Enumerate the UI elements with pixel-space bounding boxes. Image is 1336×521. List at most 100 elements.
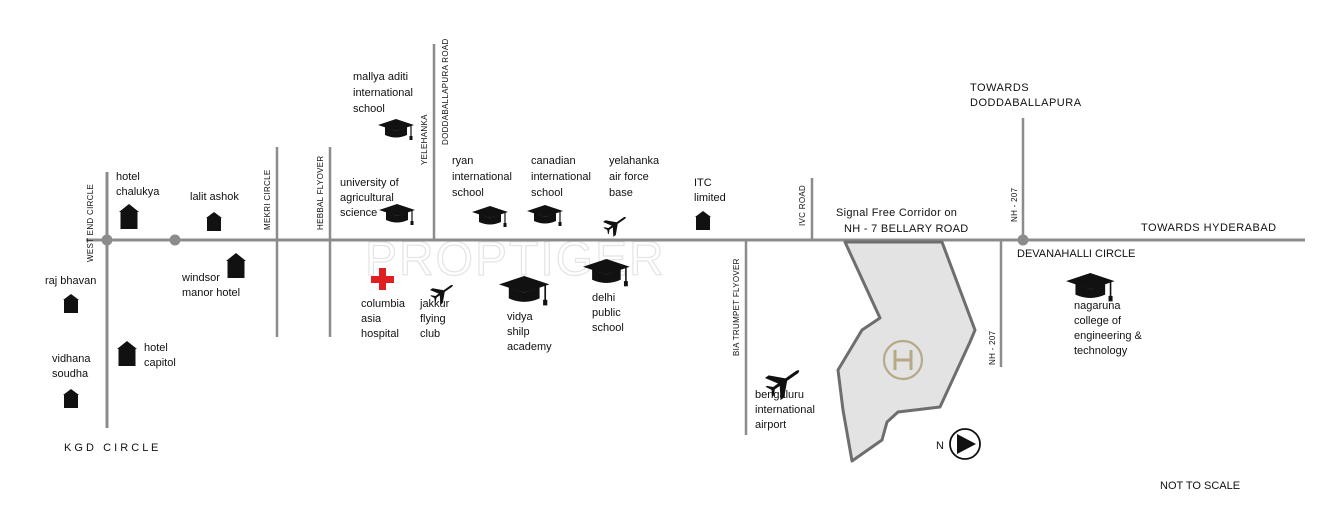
landmark-text: flying — [420, 313, 446, 325]
graduation-cap-icon — [471, 205, 509, 228]
landmark-vidya-shilp-academy: vidya shilp academy — [498, 275, 552, 353]
landmark-text: chalukya — [116, 186, 160, 198]
ivc-road-label: IVC ROAD — [798, 185, 807, 226]
landmark-text: agricultural — [340, 192, 394, 204]
landmark-vidhana-soudha: vidhana soudha — [52, 353, 91, 408]
svg-text:raj bhavan: raj bhavan — [45, 275, 96, 287]
not-to-scale-label: NOT TO SCALE — [1160, 480, 1240, 492]
landmark-lalit-ashok: lalit ashok — [190, 191, 239, 231]
landmark-text: engineering & — [1074, 330, 1143, 342]
landmark-text: ITC — [694, 177, 712, 189]
towards-dodda-line2: DODDABALLAPURA — [970, 97, 1082, 109]
project-logo-icon — [882, 339, 924, 381]
landmark-text: club — [420, 328, 440, 340]
mekri-circle-label: MEKRI CIRCLE — [263, 170, 272, 231]
landmark-text: raj bhavan — [45, 275, 96, 287]
landmark-yelahanka-air-force-base: yelahanka air force base — [600, 155, 660, 239]
towards-hyderabad-label: TOWARDS HYDERABAD — [1141, 222, 1277, 234]
landmark-text: hotel — [144, 342, 168, 354]
landmark-text: manor hotel — [182, 287, 240, 299]
building-icon — [206, 212, 222, 231]
mekri-node — [169, 234, 181, 246]
landmark-text: international — [755, 404, 815, 416]
nh207-bottom-label: NH - 207 — [988, 330, 997, 365]
landmark-hotel-chalukya: hotel chalukya — [116, 171, 160, 229]
landmark-raj-bhavan: raj bhavan — [45, 275, 96, 313]
landmark-text: vidya — [507, 311, 534, 323]
landmark-text: yelahanka — [609, 155, 660, 167]
landmark-text: international — [353, 87, 413, 99]
landmark-text: academy — [507, 341, 552, 353]
kgd-circle-label: K G D C I R C L E — [64, 442, 158, 454]
graduation-cap-icon — [1065, 272, 1116, 303]
corridor-line2: NH - 7 BELLARY ROAD — [844, 223, 969, 235]
yelehanka-label: YELEHANKA — [420, 114, 429, 165]
landmark-text: school — [531, 187, 563, 199]
landmark-text: soudha — [52, 368, 89, 380]
north-arrow-icon — [949, 428, 981, 460]
landmark-text: nagaruna — [1074, 300, 1121, 312]
nh207-top-label: NH - 207 — [1010, 187, 1019, 222]
landmark-text: science — [340, 207, 377, 219]
doddaballapura-road-label: DODDABALLAPURA ROAD — [441, 38, 450, 145]
landmark-text: asia — [361, 313, 382, 325]
landmark-text: air force — [609, 171, 649, 183]
landmark-windsor-manor-hotel: windsor manor hotel — [181, 253, 246, 299]
landmark-mallya-aditi-school: mallya aditi international school — [353, 71, 415, 141]
graduation-cap-icon — [526, 204, 564, 227]
building-icon — [226, 253, 246, 278]
landmark-text: canadian — [531, 155, 576, 167]
landmark-jakkur-flying-club: jakkur flying club — [419, 277, 458, 340]
corridor-line1: Signal Free Corridor on — [836, 207, 957, 219]
landmark-text: college of — [1074, 315, 1122, 327]
graduation-cap-icon — [378, 203, 416, 226]
landmark-text: public — [592, 307, 621, 319]
landmark-itc-limited: ITC limited — [694, 177, 726, 230]
landmark-text: windsor — [181, 272, 220, 284]
landmark-text: vidhana — [52, 353, 91, 365]
building-icon — [63, 389, 79, 408]
landmark-text: hospital — [361, 328, 399, 340]
landmark-hotel-capitol: hotel capitol — [117, 341, 176, 369]
landmark-text: capitol — [144, 357, 176, 369]
landmark-text: hotel — [116, 171, 140, 183]
landmark-text: ryan — [452, 155, 473, 167]
building-icon — [119, 204, 139, 229]
landmark-agricultural-university: university of agricultural science — [340, 177, 416, 226]
landmark-text: school — [353, 103, 385, 115]
landmark-canadian-school: canadian international school — [526, 155, 591, 227]
building-icon — [63, 294, 79, 313]
landmark-text: airport — [755, 419, 786, 431]
landmark-text: university of — [340, 177, 400, 189]
landmark-text: limited — [694, 192, 726, 204]
landmark-text: jakkur — [419, 298, 450, 310]
landmark-text: lalit ashok — [190, 191, 239, 203]
landmark-text: delhi — [592, 292, 615, 304]
project-site-area — [836, 240, 977, 463]
landmark-text: international — [531, 171, 591, 183]
graduation-cap-icon — [377, 118, 415, 141]
landmark-text: base — [609, 187, 633, 199]
landmark-text: shilp — [507, 326, 530, 338]
landmark-text: mallya aditi — [353, 71, 408, 83]
